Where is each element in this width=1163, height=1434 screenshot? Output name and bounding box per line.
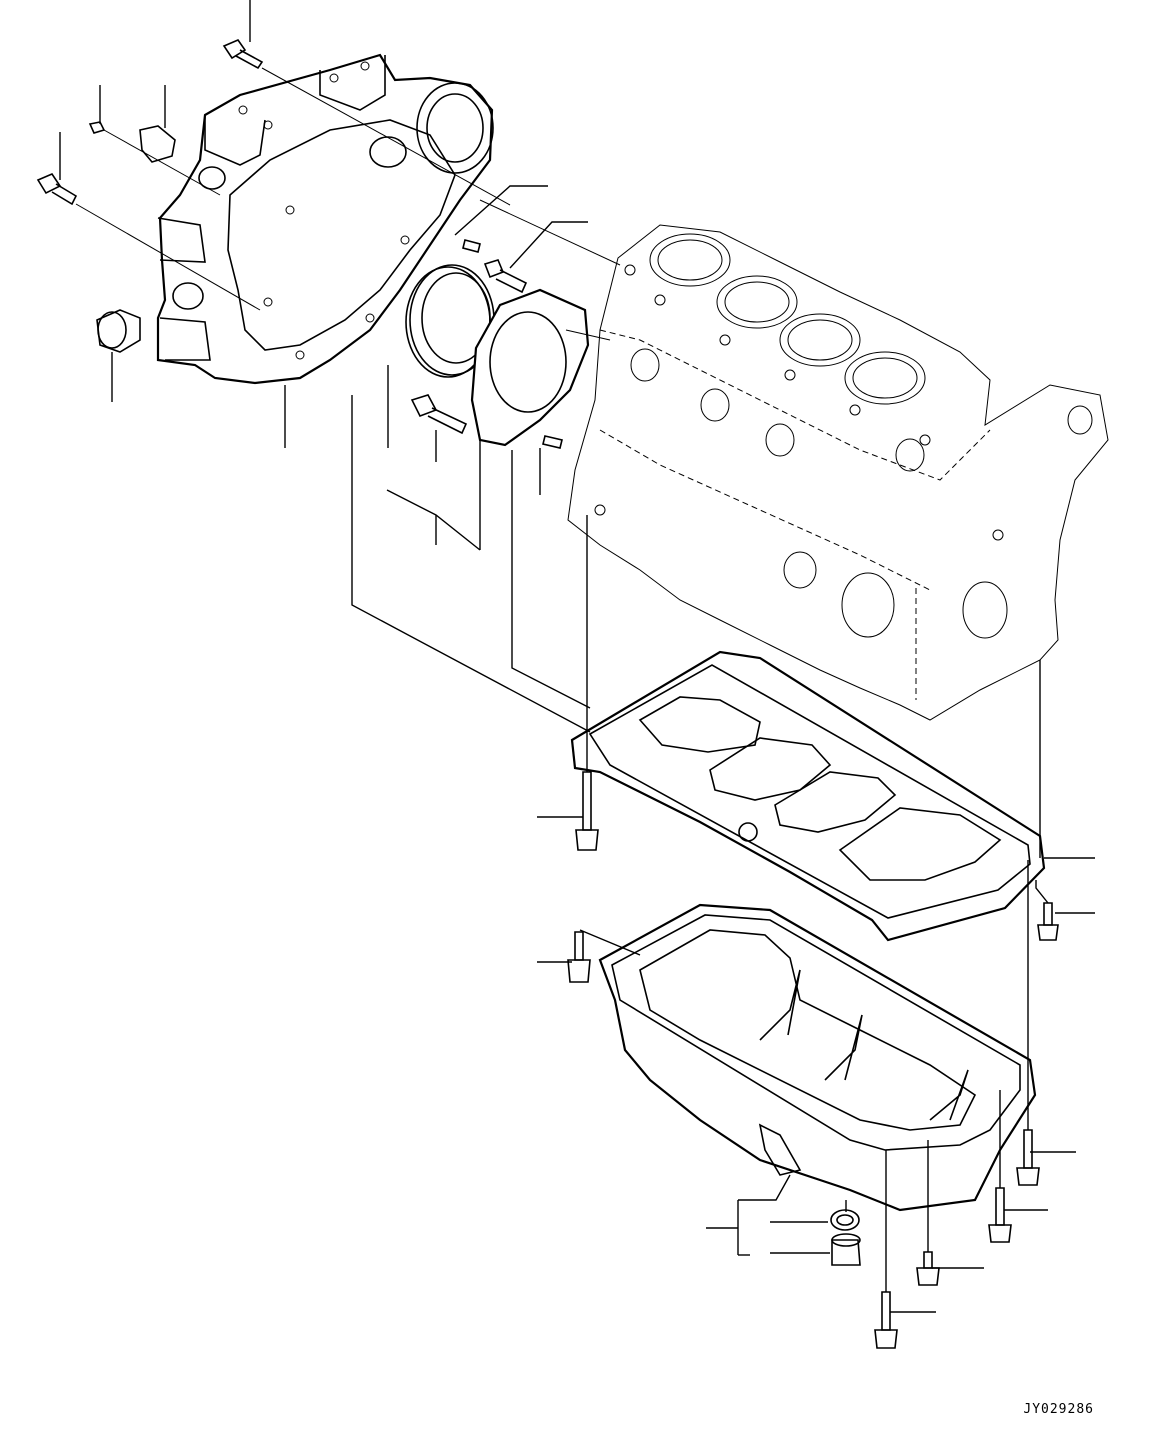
oil-pan xyxy=(598,903,1037,1212)
oil-pan-bolt-r4 xyxy=(874,1291,898,1349)
housing-bolt-left xyxy=(36,173,78,206)
sensor-plug xyxy=(139,125,176,163)
oil-pan-bolt-r1 xyxy=(1016,1129,1040,1186)
dowel-pin-upper xyxy=(462,239,481,253)
drawing-code: JY029286 xyxy=(1023,1402,1094,1417)
housing-cap xyxy=(96,309,141,353)
leader-lines xyxy=(59,0,1095,1313)
drain-plug xyxy=(831,1233,861,1266)
ladder-frame xyxy=(570,650,1046,942)
retainer-bolt xyxy=(483,259,528,294)
retainer-bolt-lower xyxy=(410,394,468,435)
dowel-pin-lower xyxy=(542,435,563,449)
seal-retainer xyxy=(470,288,590,447)
flywheel-housing xyxy=(156,53,494,385)
oil-pan-bolt-left xyxy=(567,931,591,983)
small-screw xyxy=(88,121,106,134)
sealing-washer xyxy=(830,1209,860,1231)
oil-pan-bolt-r2 xyxy=(988,1187,1012,1243)
ladder-frame-bolt-right xyxy=(1037,902,1059,941)
housing-bolt-top xyxy=(222,39,264,70)
ladder-frame-bolt-left xyxy=(575,771,599,851)
cylinder-block xyxy=(567,224,1109,721)
